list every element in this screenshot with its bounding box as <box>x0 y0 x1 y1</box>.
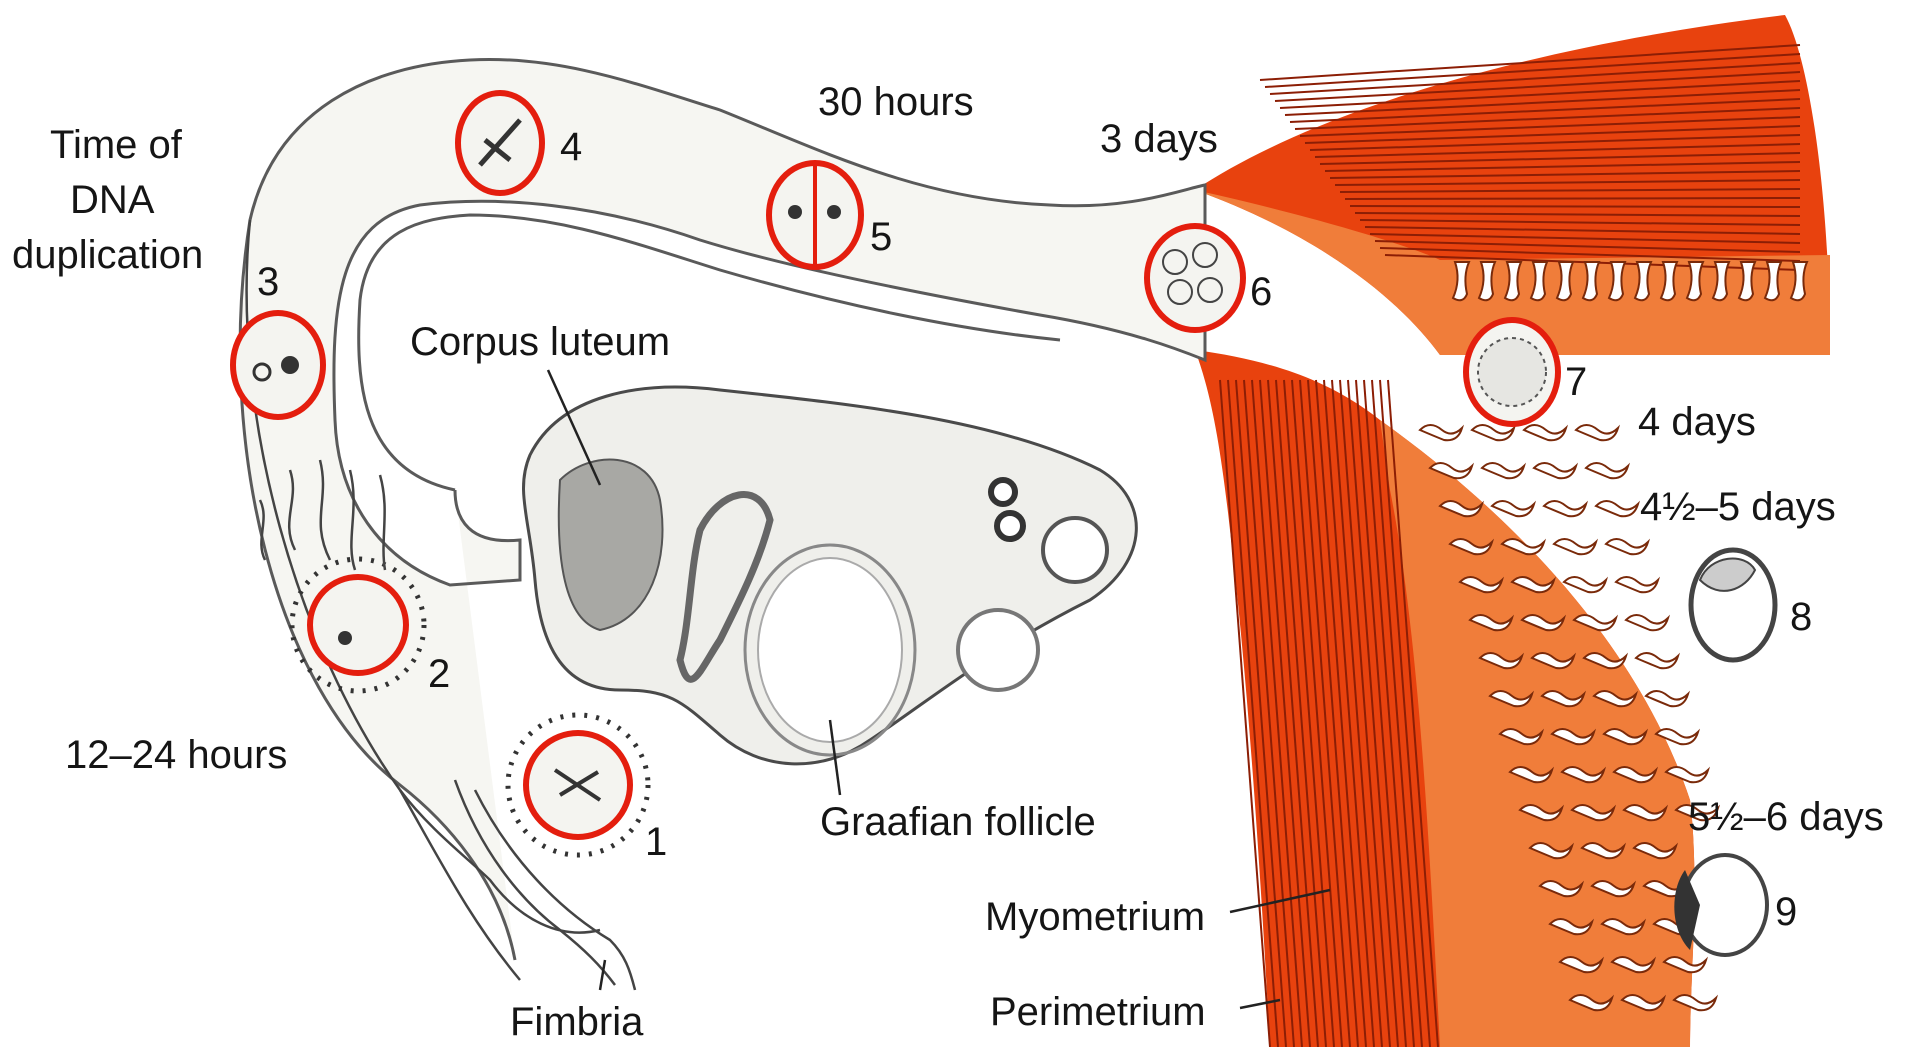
uterine-gland <box>1616 577 1658 592</box>
label-12-24-hours: 12–24 hours <box>65 733 287 777</box>
stage-5-number: 5 <box>870 215 892 259</box>
label-30-hours: 30 hours <box>818 80 974 124</box>
uterine-gland <box>1606 539 1648 554</box>
stage-6-number: 6 <box>1250 270 1272 314</box>
uterine-gland <box>1524 425 1566 440</box>
label-4-5-days: 4½–5 days <box>1640 485 1836 529</box>
stage-7-morula <box>1466 320 1558 424</box>
stage-1-oocyte <box>508 715 648 855</box>
uterine-gland <box>1420 425 1462 440</box>
uterus-lower-wall <box>1195 350 1718 1047</box>
uterine-gland <box>1646 691 1688 706</box>
stage-4-number: 4 <box>560 125 582 169</box>
muscle-fibre <box>1350 206 1800 207</box>
muscle-fibre <box>1345 198 1800 199</box>
label-5-6-days: 5½–6 days <box>1688 795 1884 839</box>
ovary <box>524 387 1137 764</box>
stage-4-zygote <box>458 93 542 193</box>
label-3-days: 3 days <box>1100 117 1218 161</box>
uterus-upper-wall <box>1195 15 1830 355</box>
label-time-dna-3: duplication <box>12 233 203 277</box>
uterine-gland <box>1626 615 1668 630</box>
stage-6-cleavage <box>1147 226 1243 330</box>
fimbria-leader <box>600 960 605 990</box>
stage-9-number: 9 <box>1775 890 1797 934</box>
label-4-days: 4 days <box>1638 400 1756 444</box>
label-time-dna-1: Time of <box>50 123 183 167</box>
label-graafian-follicle: Graafian follicle <box>820 800 1096 844</box>
uterine-gland <box>1472 425 1514 440</box>
uterine-gland <box>1482 463 1524 478</box>
uterine-gland <box>1492 501 1534 516</box>
stage-3-number: 3 <box>257 260 279 304</box>
label-fimbria: Fimbria <box>510 1000 644 1044</box>
stage-5-two-cell <box>769 163 861 267</box>
uterine-gland <box>1586 463 1628 478</box>
uterine-gland <box>1596 501 1638 516</box>
label-time-dna-2: DNA <box>70 178 155 222</box>
uterine-gland <box>1576 425 1618 440</box>
stage-8-number: 8 <box>1790 595 1812 639</box>
uterine-gland <box>1544 501 1586 516</box>
label-perimetrium: Perimetrium <box>990 990 1206 1034</box>
stage-8-blastocyst <box>1691 550 1775 660</box>
stage-3-pronuclei <box>233 313 323 417</box>
stage-1-number: 1 <box>645 820 667 864</box>
label-myometrium: Myometrium <box>985 895 1205 939</box>
uterine-gland <box>1564 577 1606 592</box>
label-corpus-luteum: Corpus luteum <box>410 320 670 364</box>
stage-2-number: 2 <box>428 652 450 696</box>
uterine-gland <box>1534 463 1576 478</box>
uterine-gland <box>1636 653 1678 668</box>
uterine-gland <box>1554 539 1596 554</box>
stage-7-number: 7 <box>1565 360 1587 404</box>
